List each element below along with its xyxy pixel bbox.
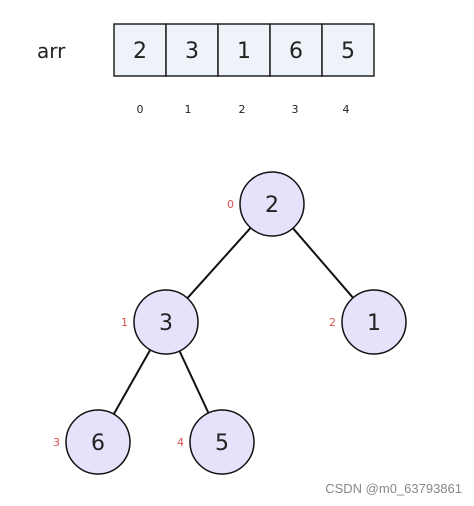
tree-node-circle	[65, 409, 131, 475]
tree-node: 54	[177, 409, 255, 475]
array-index-label: 4	[343, 103, 350, 116]
array-cell: 6	[269, 23, 323, 77]
tree-node: 20	[227, 171, 305, 237]
tree-node: 63	[53, 409, 131, 475]
array-index-label: 2	[239, 103, 246, 116]
tree-node-index: 0	[227, 198, 234, 211]
array-index-label: 1	[185, 103, 192, 116]
array-cell-value: 3	[185, 39, 199, 64]
array-cell-value: 6	[289, 39, 303, 64]
tree-node-value: 5	[215, 431, 229, 456]
tree-node-value: 2	[265, 193, 279, 218]
array-cell: 5	[321, 23, 375, 77]
watermark: CSDN @m0_63793861	[325, 481, 462, 496]
array-group: arr 2 3 1 6 5 0 1 2 3 4	[37, 23, 375, 116]
tree-node-index: 2	[329, 316, 336, 329]
tree-edge	[292, 227, 354, 299]
tree-node-circle	[189, 409, 255, 475]
tree-node-circle	[341, 289, 407, 355]
tree-edge	[178, 350, 210, 414]
tree-edges	[112, 227, 354, 415]
tree-node-circle	[239, 171, 305, 237]
array-cell: 2	[113, 23, 167, 77]
array-cell-box	[165, 23, 219, 77]
array-cell-box	[321, 23, 375, 77]
tree-edge	[112, 349, 152, 415]
array-cell-value: 1	[237, 39, 251, 64]
tree-node-value: 6	[91, 431, 105, 456]
array-cell-value: 2	[133, 39, 147, 64]
tree-node-value: 3	[159, 311, 173, 336]
array-cell-box	[217, 23, 271, 77]
array-cell: 1	[217, 23, 271, 77]
tree-node-index: 4	[177, 436, 184, 449]
array-cell-box	[113, 23, 167, 77]
tree-edge	[186, 227, 252, 299]
array-cell: 3	[165, 23, 219, 77]
array-index-label: 0	[137, 103, 144, 116]
array-cell-value: 5	[341, 39, 355, 64]
array-cells: 2 3 1 6 5	[113, 23, 375, 77]
array-indices: 0 1 2 3 4	[137, 103, 350, 116]
tree-node-circle	[133, 289, 199, 355]
array-index-label: 3	[292, 103, 299, 116]
tree-node-value: 1	[367, 311, 381, 336]
tree-node: 12	[329, 289, 407, 355]
tree-node: 31	[121, 289, 199, 355]
tree-node-index: 1	[121, 316, 128, 329]
tree-node-index: 3	[53, 436, 60, 449]
array-label: arr	[37, 39, 66, 63]
